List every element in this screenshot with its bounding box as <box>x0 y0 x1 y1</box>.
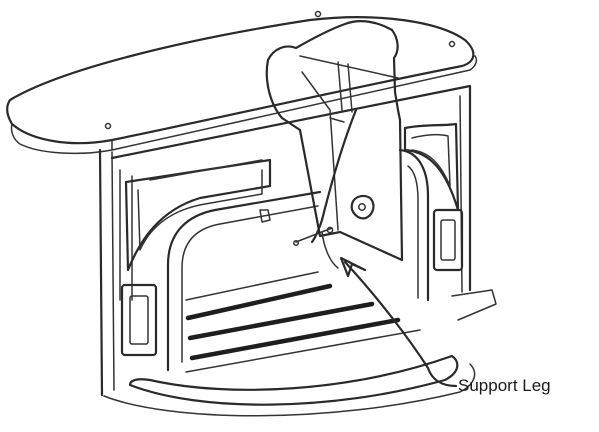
right-arch-panel <box>403 122 460 212</box>
support-leg <box>293 108 358 269</box>
right-lower-panel <box>432 208 464 272</box>
hearth-lip <box>103 289 497 417</box>
baffle-knob <box>350 194 375 220</box>
firebox-opening <box>166 148 430 372</box>
firebox-frame <box>110 84 472 301</box>
support-leg-label: Support Leg <box>458 376 551 395</box>
callout-arrow <box>339 256 458 388</box>
stove-left-post <box>98 148 115 397</box>
baffle-plate <box>265 20 404 262</box>
stove-top <box>6 10 478 155</box>
firebox-grate <box>185 271 421 373</box>
left-lower-panel <box>120 283 158 357</box>
left-arch-panel <box>124 158 272 272</box>
